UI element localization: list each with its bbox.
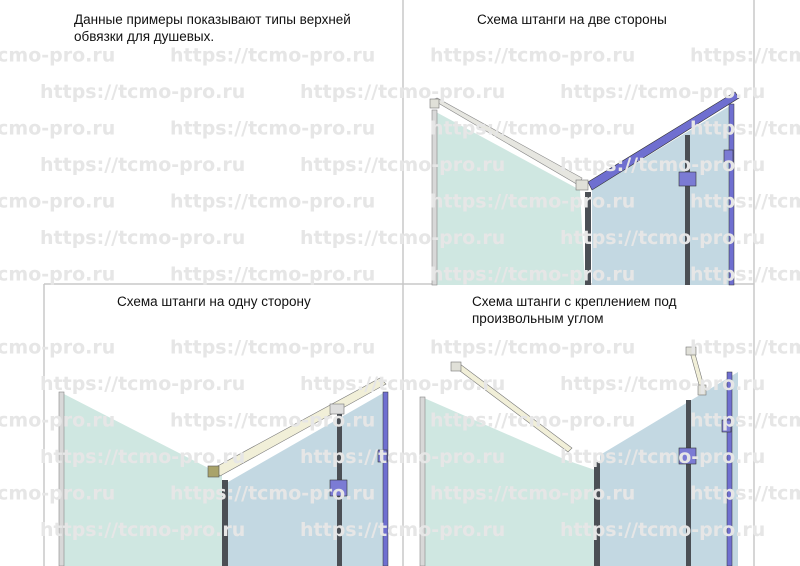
corner-post bbox=[594, 462, 600, 566]
rail-left bbox=[432, 97, 583, 187]
one-side-drawing bbox=[58, 377, 389, 566]
wall-mount bbox=[450, 361, 462, 372]
hinge bbox=[678, 447, 697, 465]
rail-clamp bbox=[329, 403, 345, 415]
corner-post bbox=[585, 192, 591, 285]
wall-mount bbox=[429, 98, 440, 109]
hinge bbox=[721, 419, 732, 433]
door-edge bbox=[686, 400, 691, 566]
corner-post bbox=[222, 480, 228, 566]
panel-title-arbitrary-angle: Схема штанги с креплением под произвольн… bbox=[472, 293, 677, 327]
wall-profile-blue bbox=[726, 371, 733, 566]
title-line-1: Схема штанги с креплением под bbox=[472, 294, 677, 309]
glass-panel-left bbox=[436, 112, 585, 285]
wall-profile bbox=[431, 109, 438, 286]
rod-clamp bbox=[697, 384, 707, 396]
glass-panel-right bbox=[600, 372, 738, 566]
wall-profile-blue bbox=[382, 391, 389, 566]
panel-title-two-sides: Схема штанги на две стороны bbox=[477, 12, 667, 27]
hinge bbox=[377, 449, 388, 463]
glass-panel-left bbox=[424, 398, 595, 566]
panel-title-one-side: Схема штанги на одну сторону bbox=[117, 294, 311, 309]
glass-panel-left bbox=[62, 393, 222, 566]
door-edge bbox=[685, 135, 690, 285]
wall-profile bbox=[58, 391, 65, 566]
intro-text: Данные примеры показывают типы верхней о… bbox=[74, 11, 351, 45]
rail-right bbox=[587, 91, 740, 191]
hinge bbox=[723, 149, 734, 163]
title-line-2: произвольным углом bbox=[472, 311, 604, 326]
hinge bbox=[329, 479, 348, 497]
panel-borders bbox=[43, 0, 755, 566]
hinge bbox=[678, 171, 697, 187]
corner-connector bbox=[575, 179, 589, 191]
two-sides-drawing bbox=[429, 91, 740, 286]
rail-end-cap bbox=[207, 465, 220, 478]
ceiling-mount bbox=[685, 346, 697, 356]
intro-line-2: обвязки для душевых. bbox=[74, 29, 215, 44]
wall-profile bbox=[419, 396, 426, 566]
intro-line-1: Данные примеры показывают типы верхней bbox=[74, 12, 351, 27]
wall-profile-blue bbox=[728, 103, 735, 286]
glass-panel-right bbox=[228, 392, 385, 566]
arbitrary-angle-drawing bbox=[419, 346, 738, 566]
glass-panel-right bbox=[592, 104, 733, 285]
